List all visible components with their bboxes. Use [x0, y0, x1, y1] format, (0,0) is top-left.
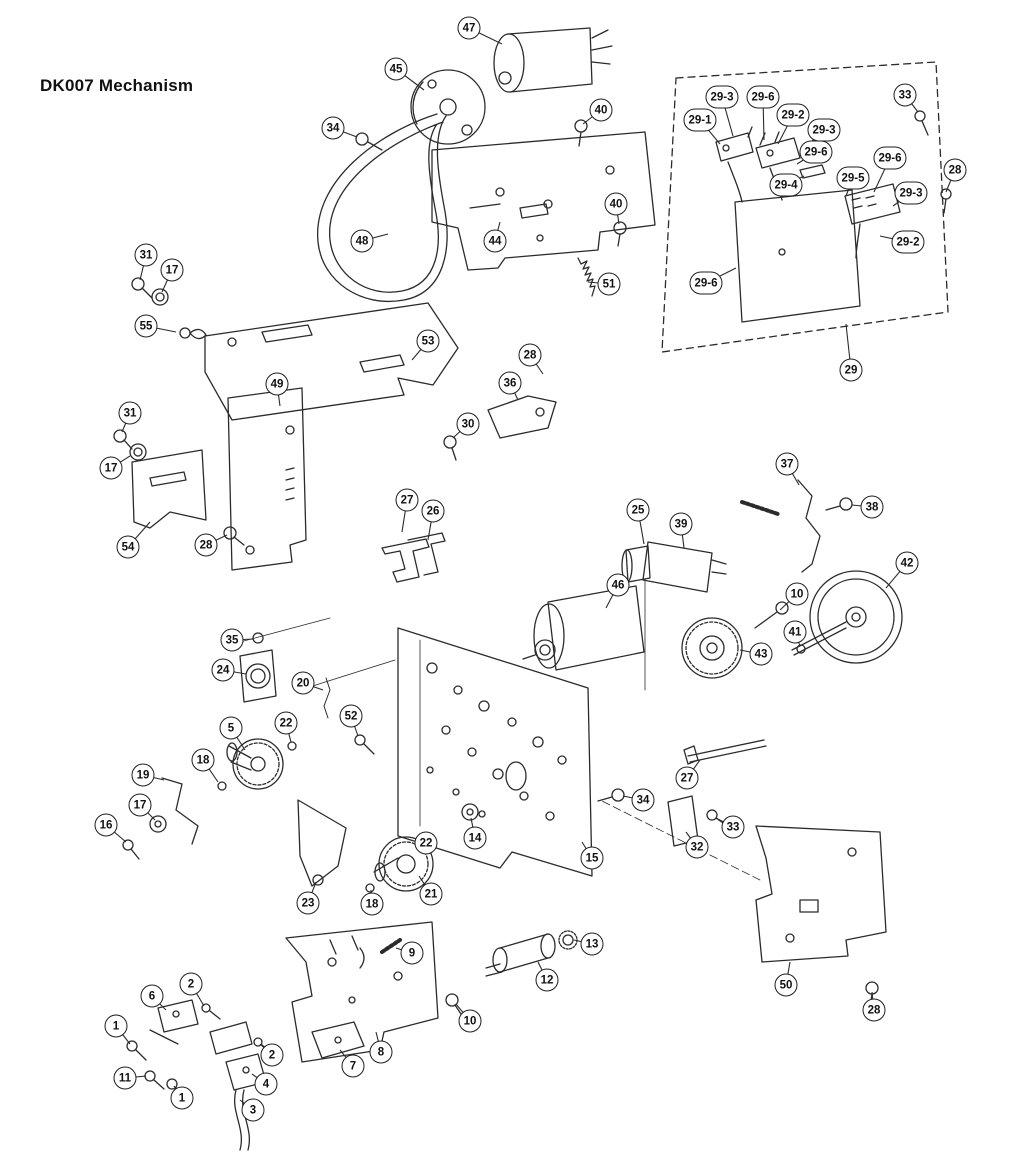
- callout-34: 34: [631, 788, 655, 812]
- callout-6: 6: [140, 984, 164, 1008]
- callout-1: 1: [104, 1014, 128, 1038]
- callout-30: 30: [456, 412, 480, 436]
- callout-38: 38: [860, 495, 884, 519]
- callout-50: 50: [774, 973, 798, 997]
- callout-5: 5: [219, 716, 243, 740]
- callout-3: 3: [241, 1098, 265, 1122]
- callout-21: 21: [419, 882, 443, 906]
- callout-22: 22: [274, 711, 298, 735]
- callout-28: 28: [862, 998, 886, 1022]
- callout-34: 34: [321, 116, 345, 140]
- callout-52: 52: [339, 704, 363, 728]
- callout-17: 17: [99, 456, 123, 480]
- callout-31: 31: [118, 401, 142, 425]
- callout-28: 28: [943, 158, 967, 182]
- callout-2: 2: [179, 972, 203, 996]
- callout-44: 44: [483, 229, 507, 253]
- callout-2: 2: [260, 1043, 284, 1067]
- callout-37: 37: [775, 452, 799, 476]
- callout-14: 14: [463, 826, 487, 850]
- callout-33: 33: [893, 83, 917, 107]
- callout-25: 25: [626, 498, 650, 522]
- callout-27: 27: [395, 488, 419, 512]
- callout-8: 8: [369, 1040, 393, 1064]
- callout-29-3: 29-3: [705, 85, 739, 109]
- callout-27: 27: [675, 766, 699, 790]
- callout-29-2: 29-2: [776, 103, 810, 127]
- callout-20: 20: [291, 671, 315, 695]
- callout-28: 28: [518, 343, 542, 367]
- callout-49: 49: [265, 372, 289, 396]
- callout-40: 40: [604, 192, 628, 216]
- callout-17: 17: [160, 258, 184, 282]
- callout-32: 32: [685, 835, 709, 859]
- page-title: DK007 Mechanism: [40, 76, 194, 95]
- callout-48: 48: [350, 229, 374, 253]
- callout-54: 54: [116, 535, 140, 559]
- callout-26: 26: [421, 499, 445, 523]
- callout-24: 24: [211, 658, 235, 682]
- callout-46: 46: [606, 573, 630, 597]
- callout-40: 40: [589, 98, 613, 122]
- callout-29-2: 29-2: [891, 230, 925, 254]
- callout-29-3: 29-3: [807, 118, 841, 142]
- callout-29-6: 29-6: [873, 146, 907, 170]
- callout-10: 10: [458, 1009, 482, 1033]
- callout-53: 53: [416, 329, 440, 353]
- callout-4: 4: [254, 1072, 278, 1096]
- callout-41: 41: [783, 620, 807, 644]
- callout-13: 13: [580, 932, 604, 956]
- callout-33: 33: [721, 815, 745, 839]
- callout-29-4: 29-4: [769, 173, 803, 197]
- callout-31: 31: [134, 243, 158, 267]
- callout-17: 17: [128, 793, 152, 817]
- callout-29-5: 29-5: [836, 166, 870, 190]
- callout-45: 45: [384, 57, 408, 81]
- callout-29-6: 29-6: [746, 85, 780, 109]
- callout-39: 39: [669, 512, 693, 536]
- callout-43: 43: [749, 642, 773, 666]
- callout-7: 7: [341, 1054, 365, 1078]
- callout-36: 36: [498, 371, 522, 395]
- callout-16: 16: [94, 813, 118, 837]
- callout-23: 23: [296, 891, 320, 915]
- callout-29-3: 29-3: [894, 181, 928, 205]
- callout-42: 42: [895, 551, 919, 575]
- callout-29-6: 29-6: [689, 271, 723, 295]
- callout-9: 9: [400, 941, 424, 965]
- callout-22: 22: [414, 831, 438, 855]
- callout-29: 29: [839, 358, 863, 382]
- callout-10: 10: [785, 582, 809, 606]
- callout-18: 18: [191, 748, 215, 772]
- callout-29-6: 29-6: [799, 140, 833, 164]
- callout-55: 55: [134, 314, 158, 338]
- callout-19: 19: [131, 763, 155, 787]
- callout-18: 18: [360, 892, 384, 916]
- callout-51: 51: [597, 272, 621, 296]
- callout-12: 12: [535, 968, 559, 992]
- callout-1: 1: [170, 1086, 194, 1110]
- callout-47: 47: [457, 16, 481, 40]
- callout-29-1: 29-1: [683, 108, 717, 132]
- callout-35: 35: [220, 628, 244, 652]
- callout-28: 28: [194, 533, 218, 557]
- callout-11: 11: [113, 1066, 137, 1090]
- callout-15: 15: [580, 846, 604, 870]
